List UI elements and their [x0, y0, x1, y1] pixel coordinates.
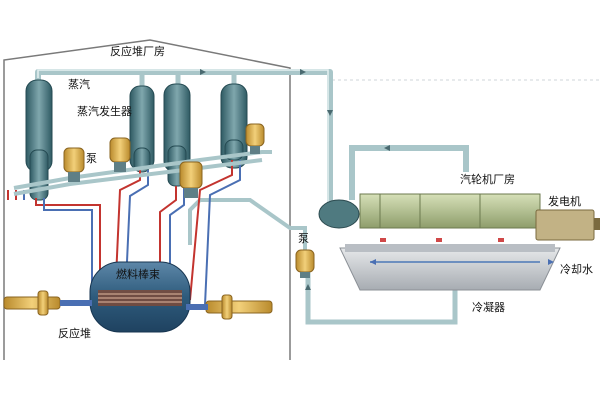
reactor-nozzle-right — [186, 294, 273, 320]
condenser — [339, 238, 561, 291]
label-reactor: 反应堆 — [58, 326, 91, 340]
steam-generator-2 — [129, 85, 155, 173]
steam-flow-arrows — [200, 69, 333, 116]
primary-ring-header — [13, 150, 272, 196]
feedwater-arrow — [305, 284, 311, 290]
primary-pump-2 — [109, 137, 131, 172]
label-steam: 蒸汽 — [68, 77, 90, 91]
primary-pump-1 — [63, 147, 85, 182]
label-generator: 发电机 — [548, 194, 581, 208]
reactor-vessel — [89, 261, 191, 333]
primary-pump-3 — [179, 161, 203, 198]
secondary-pump — [295, 249, 315, 278]
cooling-water-arrows — [370, 259, 554, 265]
label-pump-secondary: 泵 — [298, 232, 309, 245]
reactor-building-outline — [3, 39, 291, 360]
main-steam-pipe-highlight — [37, 69, 329, 205]
primary-pump-4 — [245, 123, 265, 154]
label-steam-generator: 蒸汽发生器 — [77, 104, 132, 118]
turbine-hall-outline — [329, 79, 600, 150]
label-condenser: 冷凝器 — [472, 300, 505, 314]
feedwater-inner-pipe — [188, 198, 307, 250]
label-reactor-building: 反应堆厂房 — [110, 44, 165, 58]
reactor-nozzle-left — [3, 290, 92, 316]
turbine-inlet-pipe — [349, 145, 469, 200]
label-pump-primary: 泵 — [86, 152, 97, 165]
turbine-inlet-arrow — [384, 145, 390, 151]
label-cooling-water: 冷却水 — [560, 263, 593, 276]
label-fuel-rod-bundle: 燃料棒束 — [116, 267, 160, 281]
label-turbine-hall: 汽轮机厂房 — [460, 172, 515, 186]
turbine-assembly — [318, 193, 600, 241]
feedwater-pipe — [305, 270, 458, 325]
